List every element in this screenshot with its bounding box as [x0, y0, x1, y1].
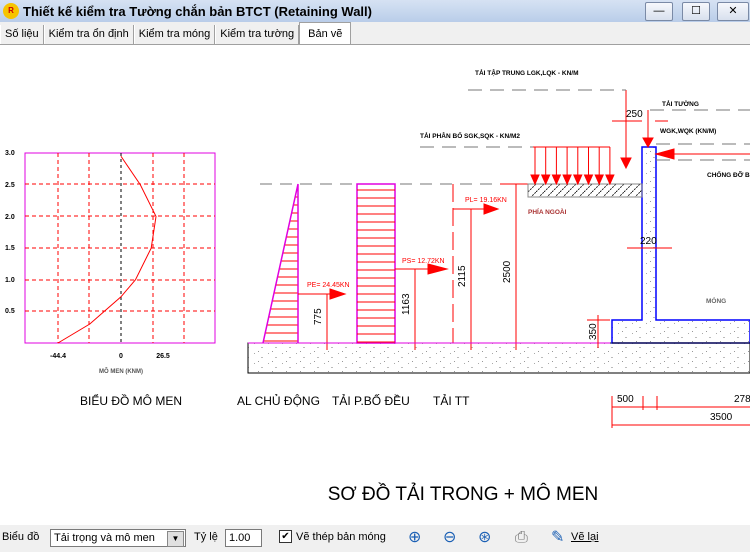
active-pressure-diagram: [262, 183, 299, 344]
x-tick: -44.4: [50, 353, 66, 360]
maximize-button[interactable]: ☐: [682, 2, 710, 21]
bracing-label: CHỐNG ĐỠ B: [707, 169, 750, 179]
dropdown-arrow-icon[interactable]: ▼: [167, 531, 184, 547]
ps-arrow: [427, 263, 449, 275]
scale-input[interactable]: 1.00: [225, 529, 262, 547]
distributed-load-label: TẢI PHÂN BỐ SGK,SQK - KN/M2: [420, 130, 520, 140]
dim-350: 350: [588, 323, 599, 340]
dim-250: 250: [626, 109, 643, 120]
tt-caption: TẢI TT: [433, 393, 470, 408]
moment-caption: BIỂU ĐỒ MÔ MEN: [80, 393, 182, 408]
steel-checkbox-label: Vẽ thép bản móng: [296, 531, 386, 543]
zoom-out-icon[interactable]: ⊖: [443, 529, 457, 546]
dim-3500: 3500: [710, 412, 733, 423]
title-bar: R Thiết kế kiểm tra Tường chắn bản BTCT …: [0, 0, 750, 22]
uniform-pressure-diagram: [356, 183, 396, 344]
uniform-caption: TẢI P.BỐ ĐỀU: [332, 393, 410, 408]
chart-type-value: Tải trọng và mô men: [54, 532, 155, 544]
arrow-head: [540, 174, 551, 186]
minimize-button[interactable]: —: [645, 2, 673, 21]
y-tick: 3.0: [5, 150, 15, 157]
wall-load-units-label: WGK,WQK (KN/M): [660, 128, 716, 135]
pe-arrow: [329, 288, 347, 300]
bottom-toolbar: Biểu đồ Tải trọng và mô men▼ Tỷ lệ 1.00 …: [0, 525, 750, 552]
dim-2500: 2500: [502, 260, 513, 283]
window-title: Thiết kế kiểm tra Tường chắn bản BTCT (R…: [23, 3, 372, 19]
tab-kiem-tra-tuong[interactable]: Kiểm tra tường: [215, 25, 300, 44]
chart-type-select[interactable]: Tải trọng và mô men ▼: [50, 529, 186, 547]
redraw-icon[interactable]: ✎: [551, 529, 565, 546]
y-tick: 2.5: [5, 182, 15, 189]
pl-arrow: [483, 203, 500, 215]
arrow-head: [583, 174, 594, 186]
pe-label: PE= 24.45KN: [307, 282, 350, 289]
dim-220: 220: [640, 236, 657, 247]
arrow-head: [594, 174, 604, 186]
y-tick: 0.5: [5, 308, 15, 315]
backfill-slab: [527, 183, 643, 198]
tab-kiem-tra-mong[interactable]: Kiểm tra móng: [133, 25, 216, 44]
drawing-svg: 3.0 2.5 2.0 1.5 1.0 0.5 -44.4 0 26.5 MÔ …: [5, 68, 750, 505]
x-axis-label: MÔ MEN (KNM): [99, 367, 143, 375]
wall-load-arrow: [642, 137, 654, 149]
dim-278: 278: [734, 394, 750, 405]
x-tick: 26.5: [156, 353, 170, 360]
arrow-head: [605, 174, 615, 186]
arrow-head: [562, 174, 572, 186]
main-caption: SƠ ĐỒ TẢI TRONG + MÔ MEN: [328, 483, 599, 505]
zoom-in-icon[interactable]: ⊕: [408, 529, 422, 546]
moment-chart: 3.0 2.5 2.0 1.5 1.0 0.5 -44.4 0 26.5 MÔ …: [5, 150, 216, 408]
y-tick: 1.0: [5, 277, 15, 284]
tab-kiem-tra-on-dinh[interactable]: Kiểm tra ổn định: [43, 25, 134, 44]
outside-label: PHÍA NGOÀI: [528, 207, 567, 216]
dim-1163: 1163: [401, 293, 412, 315]
concentrated-load-label: TẢI TẬP TRUNG LGK,LQK - KN/M: [475, 68, 579, 77]
tab-so-lieu[interactable]: Số liệu: [0, 25, 44, 44]
wall-load-label: TẢI TƯỜNG: [662, 99, 699, 108]
y-tick: 1.5: [5, 245, 15, 252]
tab-ban-ve[interactable]: Bản vẽ: [299, 22, 352, 44]
steel-checkbox[interactable]: ✔: [279, 530, 292, 543]
x-tick: 0: [119, 353, 123, 360]
active-caption: AL CHỦ ĐỘNG: [237, 393, 320, 408]
pl-label: PL= 19.16KN: [465, 197, 507, 204]
arrow-head: [530, 174, 540, 186]
dim-2115: 2115: [457, 265, 468, 287]
zoom-fit-icon[interactable]: ⊛: [478, 529, 492, 546]
dim-500: 500: [617, 394, 634, 405]
arrow-head: [551, 174, 562, 186]
ps-label: PS= 12.72KN: [402, 258, 445, 265]
chart-label: Biểu đồ: [2, 531, 40, 543]
scale-label: Tỷ lệ: [194, 531, 218, 543]
concentrated-load-arrow: [620, 157, 632, 170]
tab-bar: Số liệu Kiểm tra ổn định Kiểm tra móng K…: [0, 22, 750, 45]
dim-775: 775: [313, 308, 324, 325]
app-logo-icon: R: [3, 3, 19, 19]
redraw-button[interactable]: Vẽ lại: [571, 531, 599, 543]
bracing-arrow: [654, 148, 675, 160]
ground: [247, 342, 750, 374]
y-tick: 2.0: [5, 214, 15, 221]
print-icon[interactable]: ⎙: [515, 529, 528, 546]
arrow-head: [573, 174, 583, 186]
moment-curve: [57, 155, 157, 344]
drawing-canvas[interactable]: 3.0 2.5 2.0 1.5 1.0 0.5 -44.4 0 26.5 MÔ …: [0, 45, 750, 525]
retaining-wall: [611, 146, 750, 344]
footing-label: MÓNG: [706, 296, 726, 305]
close-button[interactable]: ✕: [717, 2, 749, 21]
